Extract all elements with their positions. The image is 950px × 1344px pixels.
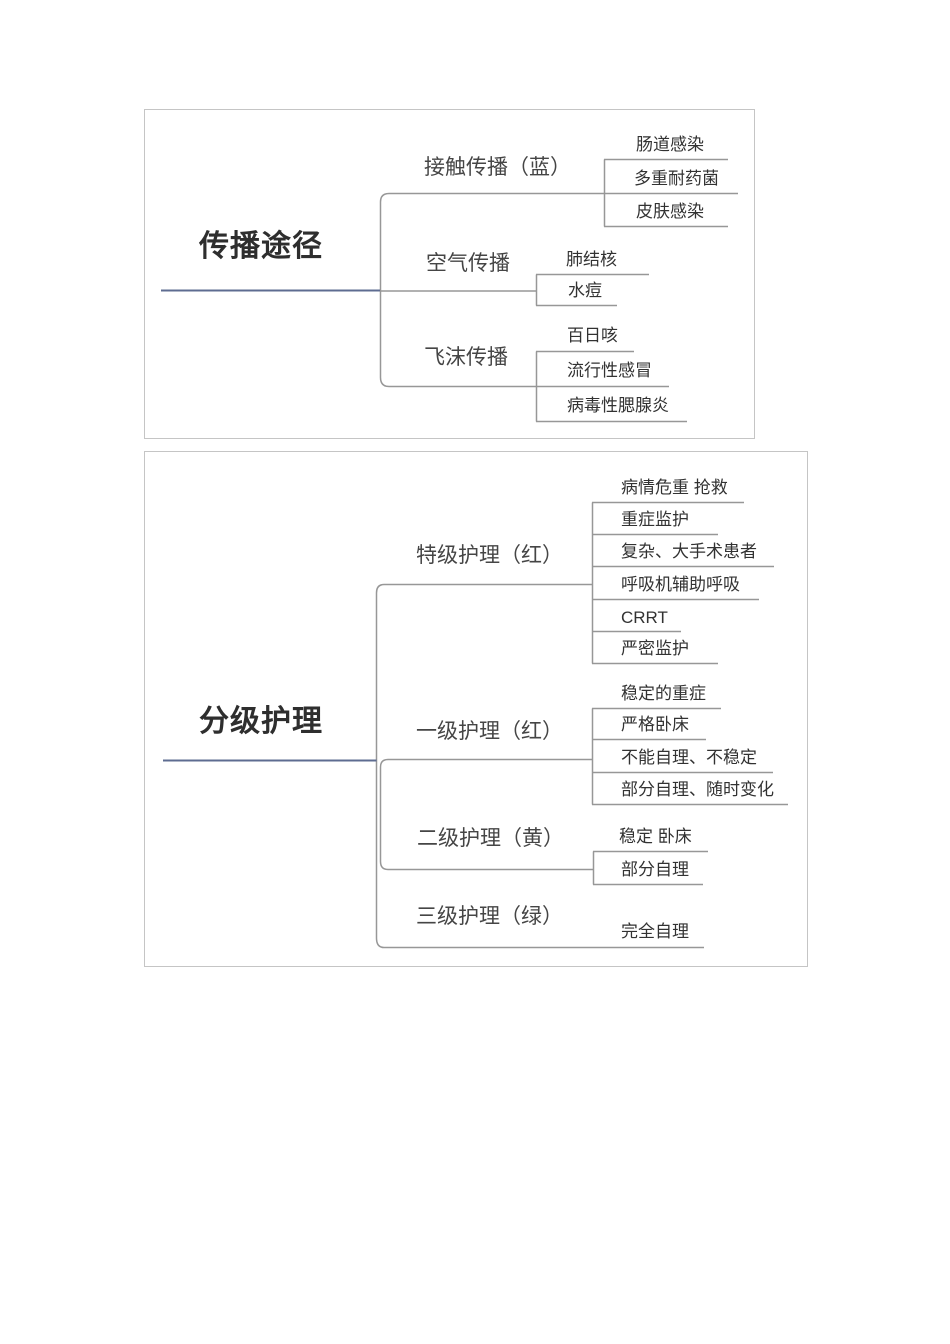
d1-connector-lines	[161, 158, 738, 423]
child-strict-bedrest: 严格卧床	[621, 715, 689, 734]
d1-branch-lines	[379, 158, 738, 423]
child-skin-infection: 皮肤感染	[636, 202, 704, 221]
d2-branch-lines	[375, 501, 788, 949]
child-mdr-bacteria: 多重耐药菌	[634, 169, 719, 188]
child-intestinal-infection: 肠道感染	[636, 135, 704, 154]
child-influenza: 流行性感冒	[567, 361, 652, 380]
child-partial-selfcare-changing: 部分自理、随时变化	[621, 780, 774, 799]
branch-level1-red: 一级护理（红）	[416, 720, 563, 743]
branch-droplet: 飞沫传播	[424, 346, 508, 369]
transmission-routes-root: 传播途径	[199, 230, 323, 263]
branch-level3-green: 三级护理（绿）	[416, 905, 563, 928]
child-chickenpox: 水痘	[568, 281, 602, 300]
child-partial-selfcare: 部分自理	[621, 860, 689, 879]
child-tuberculosis: 肺结核	[566, 250, 617, 269]
child-no-selfcare-unstable: 不能自理、不稳定	[621, 748, 757, 767]
branch-contact-blue: 接触传播（蓝）	[424, 156, 571, 179]
child-stable-bedrest: 稳定 卧床	[619, 827, 692, 846]
child-pertussis: 百日咳	[567, 326, 618, 345]
child-icu: 重症监护	[621, 510, 689, 529]
transmission-routes-panel: 传播途径 接触传播（蓝） 空气传播 飞沫传播 肠道感染 多重耐药菌 皮肤感染 肺…	[144, 109, 755, 439]
child-close-monitoring: 严密监护	[621, 639, 689, 658]
nursing-grades-root: 分级护理	[199, 705, 323, 738]
child-full-selfcare: 完全自理	[621, 922, 689, 941]
branch-airborne: 空气传播	[426, 252, 510, 275]
child-critical-rescue: 病情危重 抢救	[621, 478, 728, 497]
branch-level2-yellow: 二级护理（黄）	[417, 827, 564, 850]
child-complex-major-surgery: 复杂、大手术患者	[621, 542, 757, 561]
child-ventilator-assist: 呼吸机辅助呼吸	[621, 575, 740, 594]
child-stable-severe: 稳定的重症	[621, 684, 706, 703]
branch-special-care-red: 特级护理（红）	[416, 544, 563, 567]
child-crrt: CRRT	[621, 608, 668, 627]
d2-connector-lines	[163, 501, 788, 949]
child-viral-mumps: 病毒性腮腺炎	[567, 396, 669, 415]
nursing-grades-panel: 分级护理 特级护理（红） 一级护理（红） 二级护理（黄） 三级护理（绿） 病情危…	[144, 451, 808, 967]
